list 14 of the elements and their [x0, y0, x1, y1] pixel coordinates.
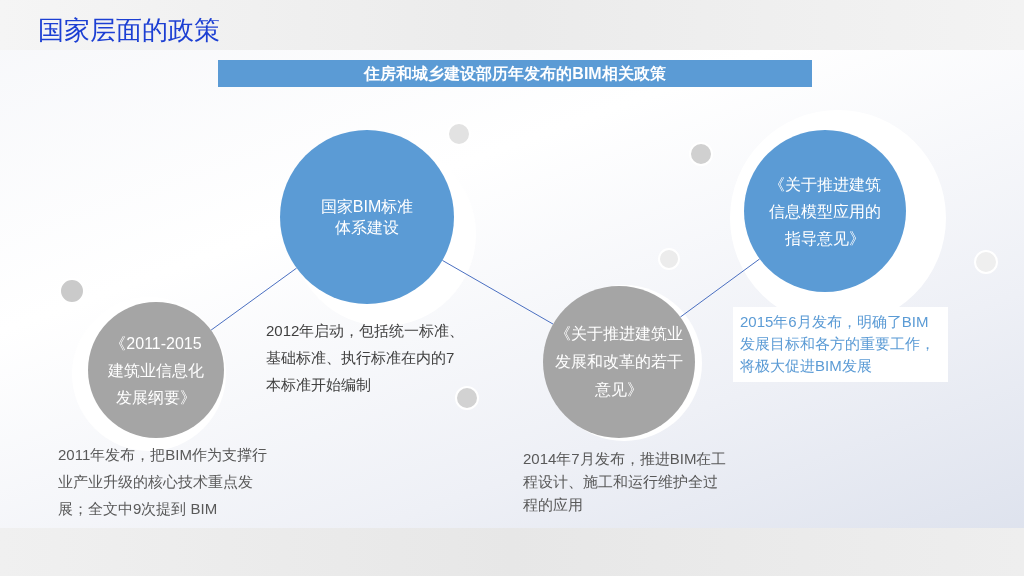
connector-line: [441, 259, 554, 325]
header-bar: [218, 60, 812, 87]
connector-line: [679, 258, 761, 318]
circle-label: 《2011-2015建筑业信息化发展纲要》: [107, 333, 205, 408]
page-title: 国家层面的政策: [38, 14, 220, 47]
circle-label: 《关于推进建筑业发展和改革的若干意见》: [554, 324, 684, 400]
description-text: 2011年发布，把BIM作为支撑行业产业升级的核心技术重点发展；全文中9次提到 BIM: [58, 445, 268, 519]
description-text: 2014年7月发布，推进BIM在工程设计、施工和运行维护全过程的应用: [523, 449, 728, 515]
connector-line: [210, 267, 298, 331]
circle-label: 《关于推进建筑信息模型应用的指导意见》: [768, 174, 882, 249]
description-text: 2012年启动，包括统一标准、基础标准、执行标准在内的7本标准开始编制: [266, 321, 465, 395]
header-text: 住房和城乡建设部历年发布的BIM相关政策: [364, 63, 666, 84]
circle-label: 国家BIM标准体系建设: [319, 197, 415, 238]
description-text: 2015年6月发布，明确了BIM发展目标和各方的重要工作，将极大促进BIM发展: [740, 312, 936, 376]
